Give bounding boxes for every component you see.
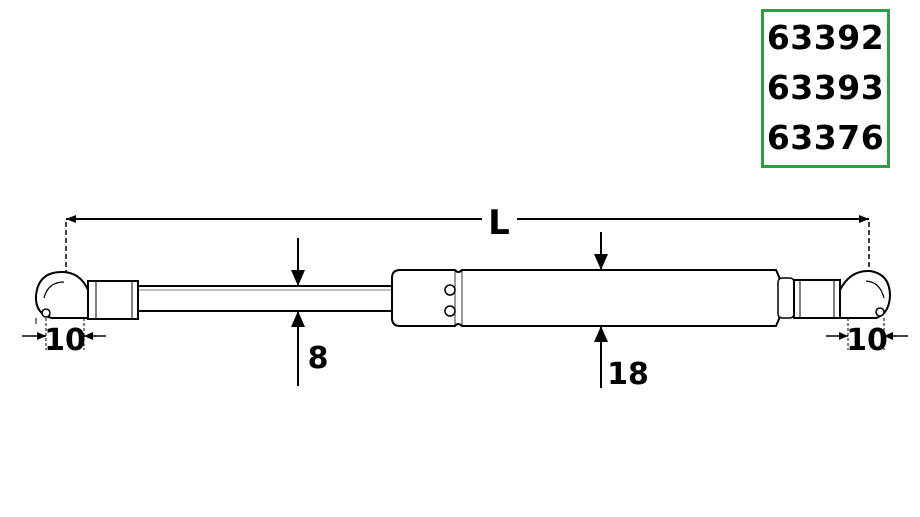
right-fitting-dimension: 10 (826, 323, 908, 358)
part-number-box: 63392 63393 63376 (761, 9, 890, 168)
length-label: L (488, 203, 510, 243)
right-end-fitting (777, 269, 892, 350)
left-fitting-label: 10 (44, 323, 86, 358)
tube-diameter-dimension: 18 (594, 232, 649, 392)
tube-diameter-label: 18 (607, 357, 649, 392)
part-number: 63376 (766, 118, 885, 157)
rod-diameter-dimension: 8 (291, 238, 328, 386)
piston-rod (138, 285, 392, 312)
length-dimension: L (65, 203, 870, 272)
cylinder-tube (391, 269, 784, 327)
left-fitting-dimension: 10 (22, 323, 106, 358)
part-number: 63392 (766, 18, 885, 57)
left-end-fitting (34, 270, 139, 350)
right-fitting-label: 10 (846, 323, 888, 358)
rod-diameter-label: 8 (308, 341, 329, 376)
part-number: 63393 (766, 68, 885, 107)
